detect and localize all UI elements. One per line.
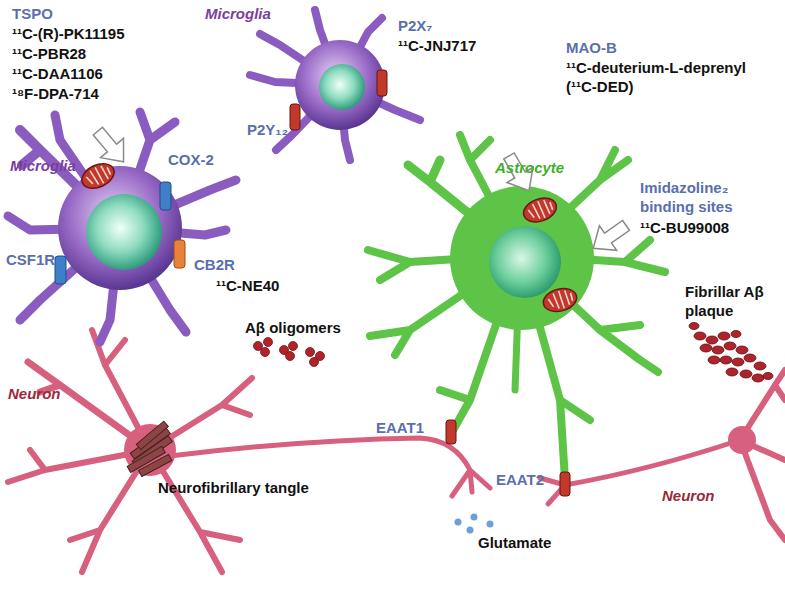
receptor-symbol [55,256,66,284]
tracer-name: ¹¹C-(R)-PK11195 [12,24,172,43]
receptor-name: P2Y₁₂ [247,120,307,139]
cell-name: Neuron [662,486,742,505]
receptor-name: TSPO [12,4,132,23]
pathology-name: Fibrillar Aβ plaque [685,282,780,320]
nucleus [319,64,365,110]
astrocyte-processes [368,135,665,480]
microglia-body [295,40,385,130]
receptor-symbol [160,182,171,210]
tracer-name: ¹¹C-JNJ717 [398,36,518,55]
receptor-name: Imidazoline₂ binding sites [640,178,780,216]
cell-name: Astrocyte [495,158,595,177]
tracer-name: ¹¹C-DAA1106 [12,64,172,83]
plaque-cluster [689,323,773,383]
neuron-right [540,370,785,540]
pointer-arrow [86,122,135,172]
microglia-body [58,166,182,290]
neuron-soma [124,424,176,476]
nucleus [86,194,162,270]
receptor-symbol [174,240,185,268]
cell-name: Microglia [10,156,110,175]
tracer-name: ¹¹C-NE40 [216,276,316,295]
nucleus [489,226,561,298]
mitochondrion [78,159,118,193]
receptor-name: P2X₇ [398,16,478,35]
receptor-name: COX-2 [168,150,238,169]
receptor-name: MAO-B [566,38,686,57]
receptor-symbol [377,70,387,96]
pointer-arrow [585,213,635,261]
receptor-name: EAAT2 [496,470,566,489]
molecule-name: Glutamate [478,533,578,552]
mitochondrion [520,194,559,226]
receptor-symbol [560,472,570,496]
receptor-symbol [446,420,456,444]
tangle-symbol [127,421,172,476]
neuron-soma [728,426,756,454]
tracer-name: ¹¹C-deuterium-L-deprenyl (¹¹C-DED) [566,58,756,96]
glutamate-dots [455,514,494,534]
receptor-symbol [290,104,300,130]
oligomer-dots [254,338,325,367]
neuron-left [8,330,490,572]
pathology-name: Neurofibrillary tangle [158,478,358,497]
receptor-name: EAAT1 [376,418,446,437]
microglia-processes [8,112,236,342]
astrocyte-body [450,186,594,330]
receptor-name: CB2R [194,255,254,274]
receptor-name: CSF1R [6,250,76,269]
tracer-name: ¹¹C-PBR28 [12,44,172,63]
mitochondrion [541,285,580,315]
cell-name: Neuron [8,384,88,403]
tracer-name: ¹¹C-BU99008 [640,218,780,237]
tracer-name: ¹⁸F-DPA-714 [12,84,172,103]
pathology-name: Aβ oligomers [245,318,365,337]
cell-name: Microglia [205,4,305,23]
